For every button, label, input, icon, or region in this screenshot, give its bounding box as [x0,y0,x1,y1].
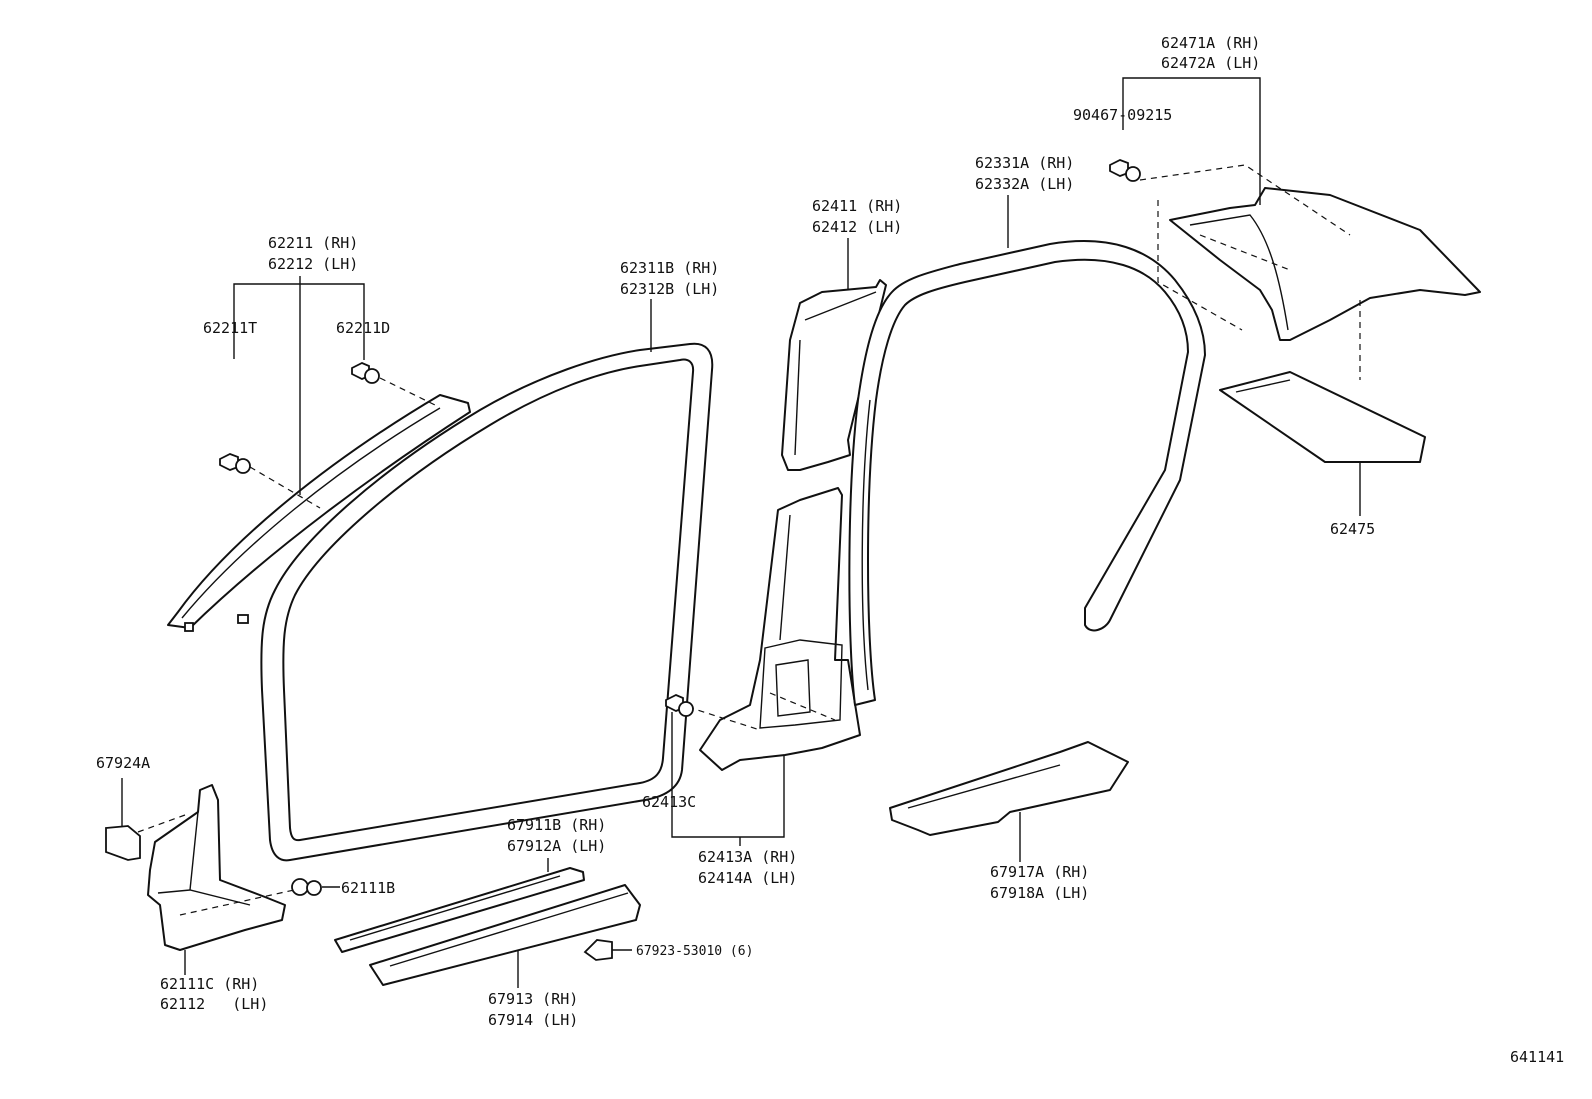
clip-62211t[interactable] [219,453,251,474]
rear-door-weatherstrip[interactable] [848,240,1206,706]
callout-90467: 90467-09215 [1073,106,1172,124]
callout-67913: 67913 (RH) 67914 (LH) [488,990,587,1029]
pad-62475[interactable] [1219,371,1426,463]
callout-62331a: 62331A (RH) 62332A (LH) [975,154,1083,193]
roof-side-garnish[interactable] [1169,187,1481,341]
callout-67911b: 67911B (RH) 67912A (LH) [507,816,615,855]
clip-67924a[interactable] [105,825,141,861]
b-pillar-upper-garnish[interactable] [781,279,887,471]
b-pillar-lower-garnish[interactable] [699,487,861,771]
callout-62411: 62411 (RH) 62412 (LH) [812,197,911,236]
callout-62311b: 62311B (RH) 62312B (LH) [620,259,728,298]
rear-scuff-plate[interactable] [889,741,1129,836]
callout-62111c: 62111C (RH) 62112 (LH) [160,975,268,1013]
diagram-id: 641141 [1510,1048,1564,1066]
a-pillar-garnish[interactable] [167,394,471,632]
clip-62413c[interactable] [665,694,694,717]
callout-67917a: 67917A (RH) 67918A (LH) [990,863,1098,902]
cowl-side-trim[interactable] [147,784,286,951]
front-scuff-plate[interactable] [334,867,585,953]
callout-62475: 62475 [1330,520,1375,538]
callout-62211t: 62211T [203,319,257,337]
callout-62211d: 62211D [336,319,390,337]
callout-62413c: 62413C [642,793,696,811]
front-door-weatherstrip[interactable] [260,342,714,862]
callout-labels: 62211 (RH) 62212 (LH) 62211T 62211D 6231… [96,34,1564,1066]
leader-lines [121,77,1361,988]
clip-62211d[interactable] [351,362,380,384]
callout-62211: 62211 (RH) 62212 (LH) [268,234,367,273]
clip-62111b[interactable] [291,878,322,896]
callout-62111b: 62111B [341,879,395,897]
clip-67923[interactable] [583,939,613,961]
callout-62471a: 62471A (RH) 62472A (LH) [1161,34,1269,72]
callout-67923: 67923-53010 (6) [636,944,753,959]
clip-90467[interactable] [1109,159,1141,182]
front-scuff-plate-lower[interactable] [369,884,641,986]
callout-62413a: 62413A (RH) 62414A (LH) [698,848,806,887]
callout-67924a: 67924A [96,754,150,772]
